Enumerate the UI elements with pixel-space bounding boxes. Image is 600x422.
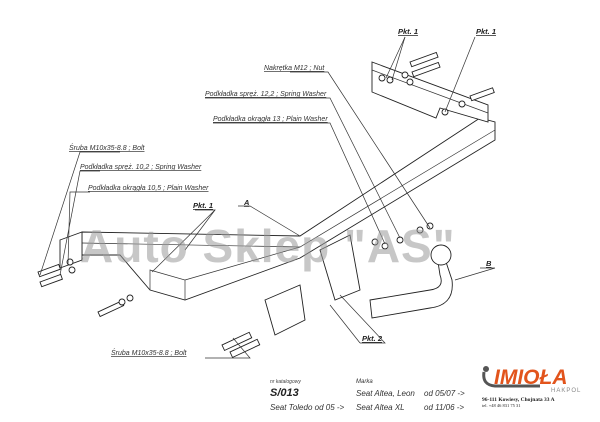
bolt-bottom-label: Śruba M10x35-8.8 ; Bolt bbox=[111, 348, 188, 357]
watermark: Auto Sklep "AS" bbox=[80, 220, 456, 272]
pkt1-label-top: Pkt. 1 bbox=[398, 27, 418, 36]
bolts-center bbox=[97, 222, 434, 359]
socket-plate bbox=[264, 234, 361, 336]
row1-date: od 05/07 -> bbox=[424, 389, 465, 398]
logo-name: IMIOŁA bbox=[494, 366, 568, 389]
info-block: nr katalogowy S/013 Marka Seat Altea, Le… bbox=[270, 379, 465, 412]
spring-washer-10-label: Podkładka spręż. 10,2 ; Spring Washer bbox=[80, 164, 202, 171]
plain-washer-13-label: Podkładka okrągła 13 ; Plain Washer bbox=[213, 116, 328, 123]
logo-sub: HAKPOL bbox=[551, 388, 581, 394]
bolts-top-right bbox=[401, 51, 495, 108]
brand-label: Marka bbox=[356, 379, 373, 385]
bolt-top-label: Śruba M10x35-8.8 ; Bolt bbox=[69, 143, 146, 152]
part-b-label: B bbox=[486, 259, 492, 268]
left-bracket bbox=[37, 231, 83, 288]
row2-date: od 11/06 -> bbox=[424, 403, 464, 412]
logo-phone: tel. +48 46 831 75 31 bbox=[482, 403, 521, 408]
row2-prefix: Seat Toledo od 05 -> bbox=[270, 403, 345, 412]
spring-washer-12-label: Podkładka spręż. 12,2 ; Spring Washer bbox=[205, 91, 327, 98]
plain-washer-10-label: Podkładka okrągła 10,5 ; Plain Washer bbox=[88, 185, 209, 192]
ball-hitch-part-b bbox=[369, 244, 453, 319]
logo-address: 96-111 Kowiesy, Chojnata 33 A bbox=[482, 397, 555, 403]
leader-lines bbox=[39, 36, 496, 359]
crossbar-part-a bbox=[81, 117, 496, 301]
nut-label: Nakrętka M12 ; Nut bbox=[264, 65, 325, 72]
pkt1-label-left: Pkt. 1 bbox=[193, 201, 213, 210]
row1-model: Seat Altea, Leon bbox=[356, 389, 415, 398]
imiola-logo: IMIOŁA HAKPOL 96-111 Kowiesy, Chojnata 3… bbox=[482, 366, 581, 408]
part-a-label: A bbox=[243, 198, 249, 207]
row2-model: Seat Altea XL bbox=[356, 403, 405, 412]
catalog-number: S/013 bbox=[270, 387, 299, 399]
pkt1-label-right: Pkt. 1 bbox=[476, 27, 496, 36]
pkt2-label: Pkt. 2 bbox=[362, 334, 383, 343]
catalog-label: nr katalogowy bbox=[270, 379, 301, 385]
